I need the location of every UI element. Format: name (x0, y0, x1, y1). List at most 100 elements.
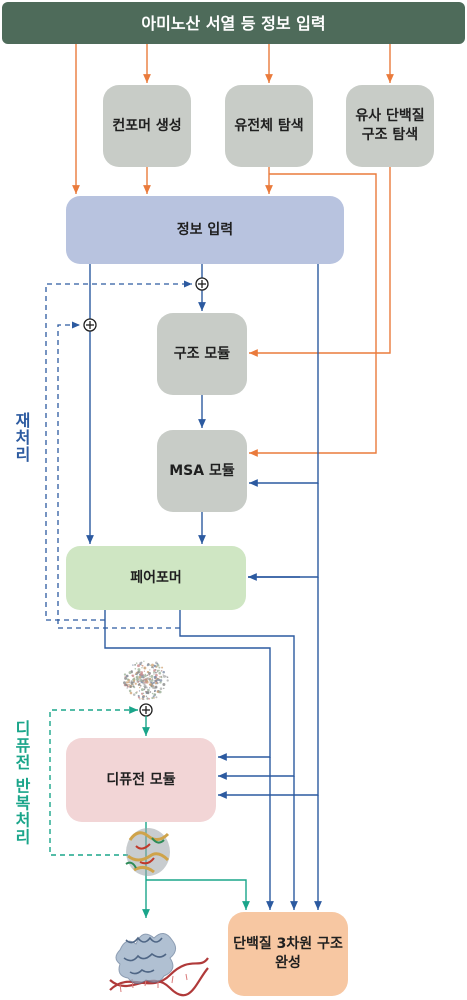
noise-dot (165, 675, 167, 678)
noise-dot (149, 681, 151, 683)
noise-dot (142, 698, 145, 701)
noise-dot (150, 675, 154, 678)
arrow-similar-to-structure (249, 167, 391, 357)
result-label: 단백질 3차원 구조 완성 (233, 936, 343, 971)
pairformer-box (66, 546, 246, 610)
structure-label: 구조 모듈 (173, 345, 231, 362)
noise-dot (146, 690, 150, 694)
noise-dot (146, 698, 149, 700)
noise-dot (149, 676, 151, 678)
arrow-to-result-teal (146, 879, 250, 910)
noise-dot (163, 687, 165, 690)
recycling-loops (45, 280, 192, 629)
conformer-label: 컨포머 생성 (112, 117, 182, 134)
noise-dot (133, 679, 136, 682)
recycling-label: 재처리 (12, 412, 31, 463)
noise-dot (133, 686, 136, 689)
noise-dot (146, 674, 149, 676)
noise-dot (131, 683, 134, 686)
noise-dot (143, 666, 147, 670)
noise-dot (154, 671, 157, 674)
noise-dot (152, 695, 155, 698)
arrow-genome-to-msa (249, 173, 377, 457)
noise-dot (155, 673, 158, 677)
noise-dot (128, 689, 132, 693)
noise-dot (135, 662, 138, 664)
noise-dot (142, 680, 144, 682)
blue-arrows (86, 264, 322, 910)
noise-dot (138, 690, 141, 692)
genome-label: 유전체 탐색 (234, 117, 304, 134)
noise-dot (155, 680, 158, 682)
noise-dot (145, 695, 148, 697)
plus-circle-icon (139, 703, 153, 717)
noise-dot (139, 663, 142, 666)
noise-dot (126, 675, 128, 677)
noise-dot (152, 667, 155, 669)
plus-circle-icon (83, 318, 97, 332)
noise-dot (123, 673, 127, 676)
noise-dot (137, 683, 141, 686)
noise-dot (135, 691, 138, 694)
noise-dot (151, 663, 154, 667)
noise-dot (146, 677, 148, 680)
recycling-loop-outer (45, 280, 192, 621)
noise-dot (153, 669, 156, 672)
noise-dot (156, 669, 159, 672)
noise-dot (162, 674, 164, 676)
msa-label: MSA 모듈 (169, 462, 235, 479)
noise-dot (136, 678, 139, 681)
noise-dot (153, 690, 156, 693)
protein-dna-icon (109, 933, 209, 997)
recycling-loop-inner (57, 321, 180, 629)
noise-dot (138, 675, 142, 679)
noise-dot (135, 675, 139, 679)
noise-dot (148, 697, 150, 700)
noise-dot (162, 670, 165, 674)
protein-ligand-icon (125, 828, 170, 876)
msa-box (157, 430, 247, 512)
noise-dot (137, 664, 140, 668)
noise-dot (137, 681, 140, 683)
noise-dot (149, 687, 151, 689)
noise-dot (152, 682, 154, 684)
noise-dot (143, 688, 146, 691)
noise-dot (130, 681, 134, 684)
noise-dot (132, 664, 134, 666)
title-bar (2, 2, 465, 44)
noise-dot (126, 678, 130, 681)
noise-dot (146, 664, 149, 667)
noise-dot (151, 696, 154, 700)
noise-dot (137, 668, 141, 672)
arrow-info-to-msa (249, 264, 319, 487)
noise-dot (155, 696, 158, 699)
noise-dot (162, 683, 166, 686)
page-title: 아미노산 서열 등 정보 입력 (141, 13, 326, 33)
noise-dot (159, 681, 162, 684)
noise-dot (141, 675, 143, 678)
info-input-label: 정보 입력 (176, 221, 234, 238)
conformer-box (103, 85, 191, 167)
noise-dot (156, 690, 159, 693)
noise-dot (126, 687, 128, 689)
diffusion-box (66, 738, 216, 822)
noise-dot (149, 669, 151, 671)
noise-dot (130, 670, 133, 673)
result-box (228, 912, 348, 996)
plus-circle-icon (195, 277, 209, 291)
pairformer-label: 페어포머 (130, 569, 182, 586)
noise-dot (123, 681, 126, 685)
noise-dot (154, 675, 157, 679)
noise-dot (162, 674, 166, 678)
noise-dot (136, 670, 140, 674)
noise-dot (145, 686, 148, 689)
structure-box (157, 313, 247, 395)
noise-dot (166, 679, 169, 682)
noise-dot (141, 664, 143, 667)
noise-dot (143, 660, 145, 662)
noise-dot (139, 686, 141, 689)
noise-dot (159, 687, 163, 690)
noise-cloud-icon (123, 660, 169, 701)
noise-dot (143, 684, 147, 688)
